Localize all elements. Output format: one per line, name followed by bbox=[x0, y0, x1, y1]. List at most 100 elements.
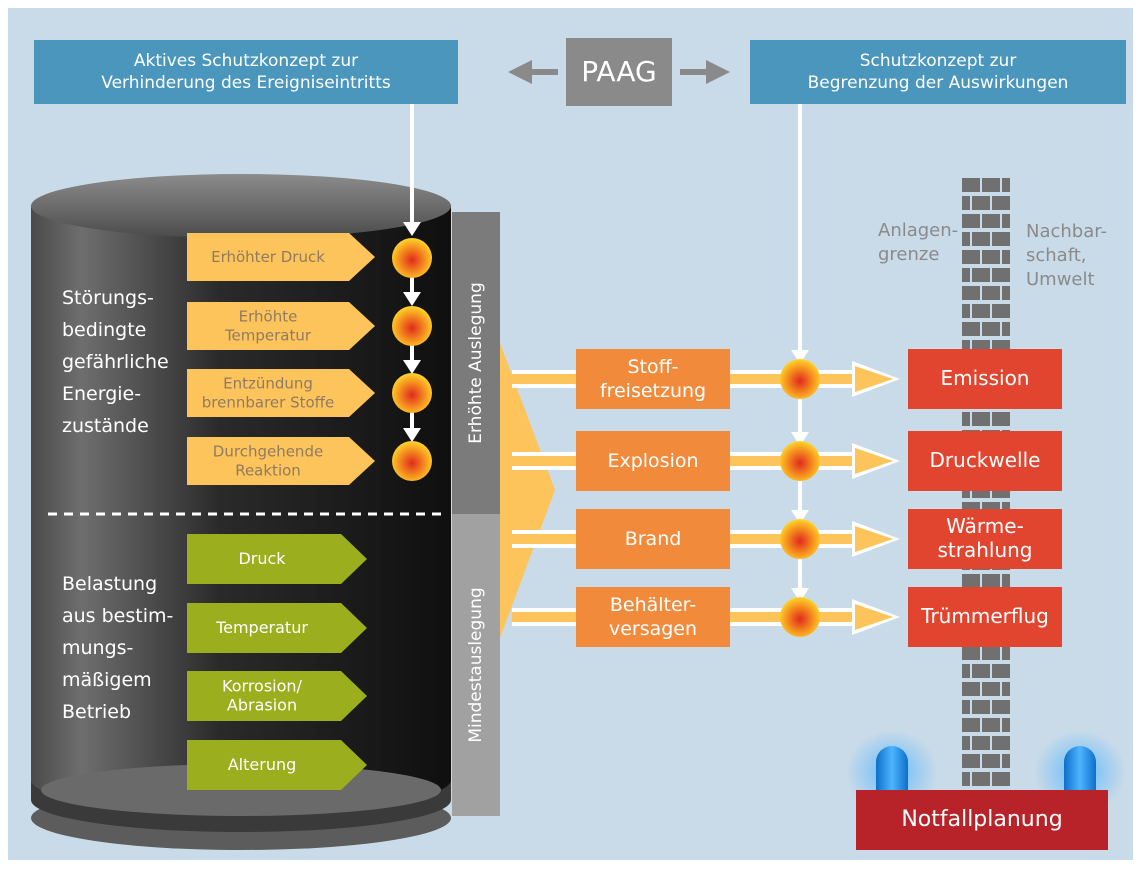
wall-brick bbox=[962, 772, 970, 786]
wall-brick bbox=[972, 232, 990, 246]
wall-brick bbox=[982, 214, 1000, 228]
hazard-label: Erhöhter Druck bbox=[211, 248, 325, 266]
boundary-right-label-line: Nachbar- bbox=[1026, 221, 1107, 242]
wall-brick bbox=[962, 322, 980, 336]
wall-brick bbox=[972, 772, 990, 786]
event-label-line: Stoff- bbox=[627, 356, 678, 378]
boundary-left-label-line: grenze bbox=[878, 244, 939, 265]
effect-label-line: Emission bbox=[941, 366, 1030, 390]
wall-brick bbox=[972, 412, 990, 426]
hazard-chevron bbox=[187, 437, 375, 485]
wall-brick bbox=[972, 736, 990, 750]
wall-brick bbox=[962, 718, 980, 732]
wall-brick bbox=[962, 250, 980, 264]
cylinder-lower-label-line: Betrieb bbox=[62, 701, 131, 723]
flow-arrowhead bbox=[855, 366, 893, 392]
fire-ball bbox=[392, 373, 432, 413]
load-label-line: Alterung bbox=[228, 755, 297, 774]
wall-brick bbox=[962, 340, 970, 354]
wall-brick bbox=[1002, 574, 1010, 588]
wall-brick bbox=[982, 178, 1000, 192]
header-left-text-line: Aktives Schutzkonzept zur bbox=[134, 51, 358, 71]
wall-brick bbox=[972, 196, 990, 210]
hazard-label-line: Erhöhte bbox=[239, 307, 298, 325]
wall-brick bbox=[992, 772, 1010, 786]
hazard-chevron bbox=[187, 302, 375, 350]
wall-brick bbox=[982, 322, 1000, 336]
header-right-text-line: Begrenzung der Auswirkungen bbox=[808, 73, 1069, 93]
right-arrow-1 bbox=[798, 392, 802, 434]
event-label-line: Brand bbox=[625, 528, 682, 550]
band-upper bbox=[452, 212, 500, 514]
load-label: Druck bbox=[238, 549, 286, 568]
right-arrow-3-head bbox=[791, 588, 809, 602]
flow-arrowhead bbox=[855, 526, 893, 552]
band-upper-label: Erhöhte Auslegung bbox=[466, 282, 486, 443]
cylinder-upper-label-line: Störungs- bbox=[62, 287, 154, 309]
left-arrow-1-head bbox=[403, 292, 421, 306]
wall-brick bbox=[972, 304, 990, 318]
load-chevron bbox=[187, 671, 367, 721]
wall-brick bbox=[992, 412, 1010, 426]
event-box bbox=[576, 587, 730, 647]
header-right-text-line: Schutzkonzept zur bbox=[860, 51, 1017, 71]
fire-ball bbox=[780, 359, 820, 399]
left-arrow-top-head bbox=[403, 222, 421, 236]
fire-ball bbox=[780, 441, 820, 481]
flow-arrow-in-shaft bbox=[512, 612, 578, 622]
wall-brick bbox=[982, 250, 1000, 264]
wall-brick bbox=[1002, 322, 1010, 336]
flow-arrow-in-shaft bbox=[512, 374, 578, 384]
effect-label-line: strahlung bbox=[937, 538, 1032, 562]
flow-arrowhead bbox=[855, 604, 893, 630]
wall-brick bbox=[982, 682, 1000, 696]
wall-brick bbox=[962, 736, 970, 750]
load-chevron bbox=[187, 740, 367, 790]
load-label-line: Korrosion/ bbox=[222, 676, 303, 695]
paag-arrow-left-head bbox=[508, 60, 532, 84]
event-label-line: Behälter- bbox=[610, 594, 696, 616]
effect-label: Wärme-strahlung bbox=[937, 514, 1032, 562]
hazard-label-line: Erhöhter Druck bbox=[211, 248, 325, 266]
wall-brick bbox=[992, 736, 1010, 750]
event-box bbox=[576, 349, 730, 409]
hazard-chevron bbox=[187, 369, 375, 417]
header-right-box bbox=[750, 40, 1126, 104]
effect-box bbox=[908, 587, 1062, 647]
cylinder-top bbox=[31, 174, 451, 238]
flow-arrowhead bbox=[855, 448, 893, 474]
header-left-text-line: Verhinderung des Ereigniseintritts bbox=[101, 73, 391, 93]
fire-ball bbox=[392, 306, 432, 346]
cylinder-upper-label-line: gefährliche bbox=[62, 351, 169, 373]
event-box bbox=[576, 509, 730, 569]
paag-label: PAAG bbox=[581, 55, 656, 88]
cylinder-lower-label-line: aus bestim- bbox=[62, 605, 173, 627]
boundary-right-label: Nachbar-schaft,Umwelt bbox=[1026, 221, 1107, 290]
wall-brick bbox=[962, 196, 970, 210]
paag-box bbox=[566, 38, 672, 106]
load-label: Korrosion/Abrasion bbox=[222, 676, 303, 714]
wall-brick bbox=[962, 286, 980, 300]
event-label-line: freisetzung bbox=[600, 380, 706, 402]
wall-brick bbox=[1002, 682, 1010, 696]
wall-brick bbox=[992, 700, 1010, 714]
header-left-box bbox=[34, 40, 458, 104]
wall-brick bbox=[962, 682, 980, 696]
emergency-lamp-right-icon bbox=[1064, 746, 1096, 792]
boundary-left-label: Anlagen-grenze bbox=[878, 220, 958, 265]
effect-label: Druckwelle bbox=[930, 448, 1041, 472]
cylinder-lower-label-line: mungs- bbox=[62, 637, 133, 659]
load-label: Temperatur bbox=[215, 618, 308, 637]
wall-brick bbox=[992, 268, 1010, 282]
cylinder-lower-label-line: mäßigem bbox=[62, 669, 152, 691]
flow-arrow-in-shaft bbox=[512, 456, 578, 466]
boundary-right-label-line: Umwelt bbox=[1026, 269, 1095, 290]
wall-brick bbox=[1002, 214, 1010, 228]
event-box bbox=[576, 431, 730, 491]
cylinder-upper-label-line: zustände bbox=[62, 415, 149, 437]
wall-brick bbox=[982, 286, 1000, 300]
